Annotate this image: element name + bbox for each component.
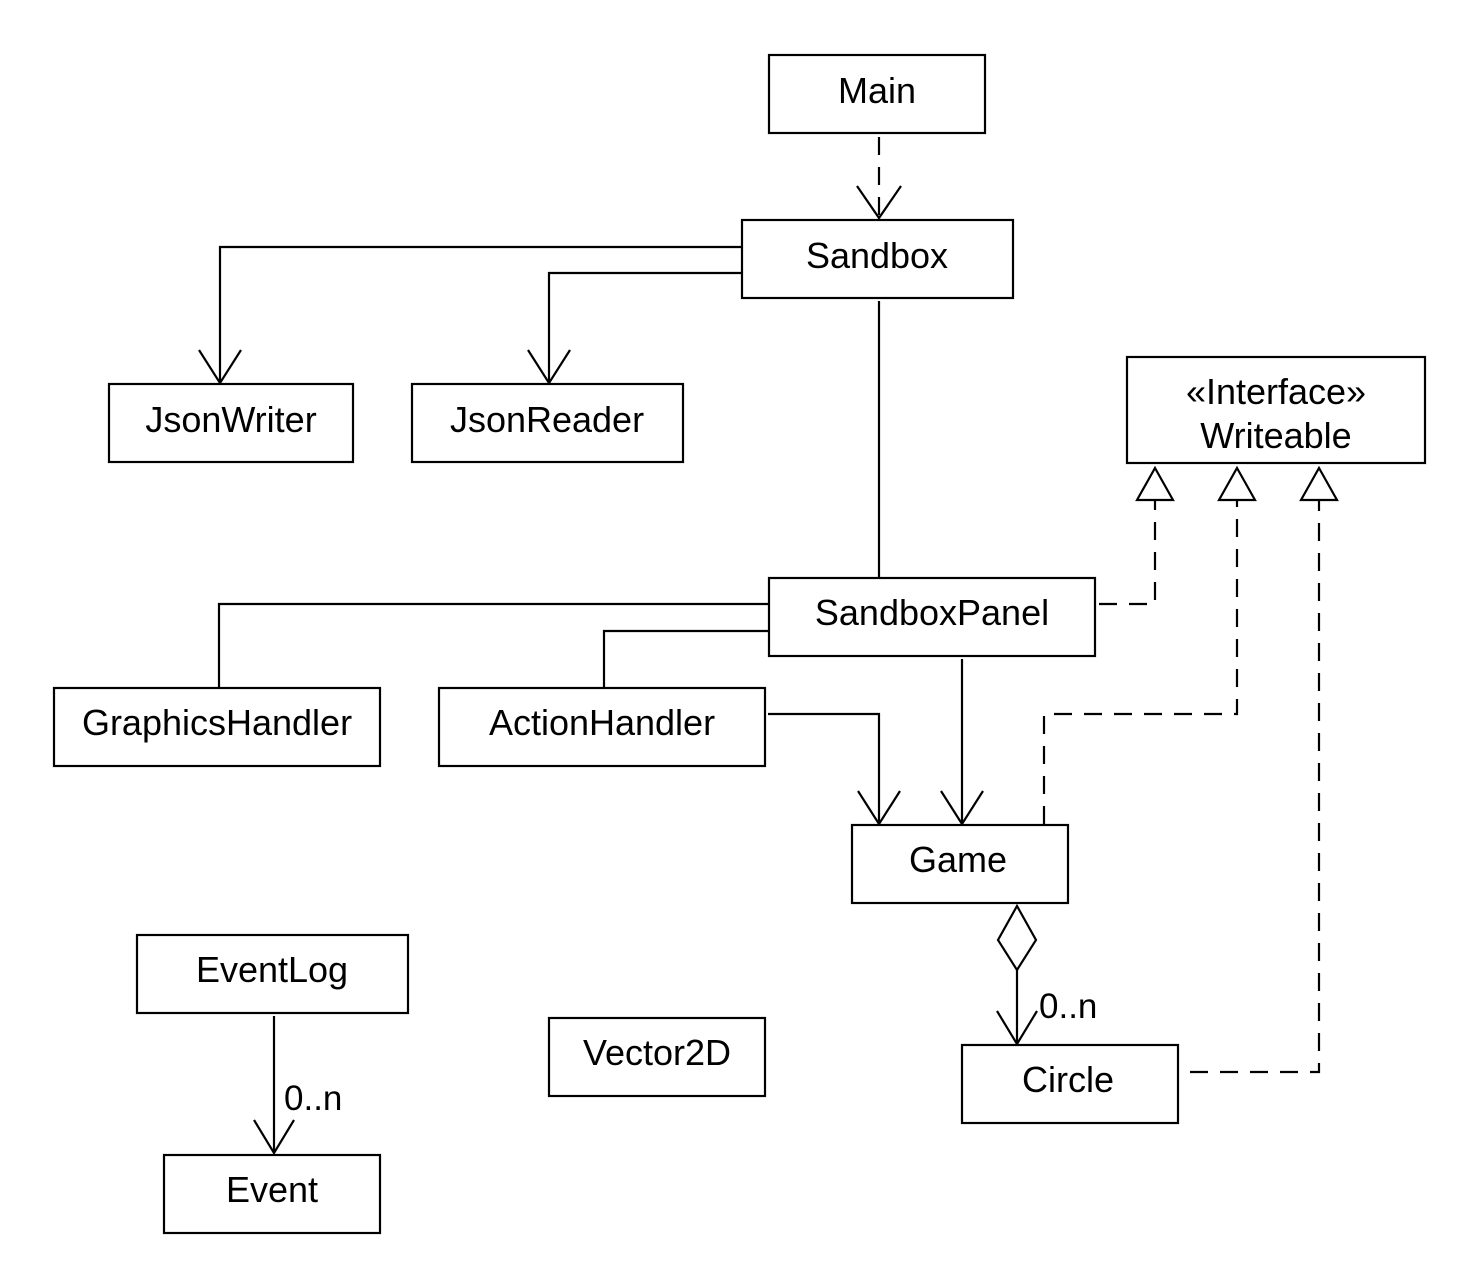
class-circle-label: Circle: [1022, 1059, 1114, 1100]
class-vector2d-label: Vector2D: [583, 1032, 731, 1073]
class-jsonwriter: JsonWriter: [107, 382, 355, 464]
game-circle-aggregation: [996, 903, 1038, 1047]
multiplicity-eventlog-event: 0..n: [284, 1079, 342, 1118]
game-writeable-realization: [1042, 465, 1257, 824]
interface-writeable-stereotype: «Interface»: [1186, 371, 1366, 412]
class-eventlog: EventLog: [135, 933, 410, 1015]
class-eventlog-label: EventLog: [196, 949, 348, 990]
sandbox-jsonreader-association: [527, 271, 742, 386]
circle-writeable-realization: [1190, 465, 1339, 1074]
class-circle: Circle: [960, 1043, 1180, 1125]
actionhandler-game-association: [768, 712, 901, 827]
class-graphicshandler-label: GraphicsHandler: [82, 702, 352, 743]
class-game: Game: [850, 823, 1070, 905]
sandbox-jsonwriter-association: [198, 245, 742, 386]
class-jsonreader-label: JsonReader: [450, 399, 644, 440]
class-game-label: Game: [909, 839, 1007, 880]
main-sandbox-dependency: [856, 137, 902, 220]
class-vector2d: Vector2D: [547, 1016, 767, 1098]
class-jsonreader: JsonReader: [410, 382, 685, 464]
class-event: Event: [162, 1153, 382, 1235]
class-graphicshandler: GraphicsHandler: [52, 686, 382, 768]
multiplicity-game-circle: 0..n: [1039, 987, 1097, 1026]
class-main-label: Main: [838, 70, 916, 111]
sandboxpanel-graphicshandler-association: [217, 602, 769, 687]
interface-writeable: «Interface» Writeable: [1125, 355, 1427, 465]
class-jsonwriter-label: JsonWriter: [145, 399, 316, 440]
class-actionhandler-label: ActionHandler: [489, 702, 715, 743]
class-sandbox: Sandbox: [740, 218, 1015, 300]
sandboxpanel-writeable-realization: [1099, 465, 1175, 606]
class-sandboxpanel-label: SandboxPanel: [815, 592, 1049, 633]
class-main: Main: [767, 53, 987, 135]
class-event-label: Event: [226, 1169, 318, 1210]
class-actionhandler: ActionHandler: [437, 686, 767, 768]
eventlog-event-association: [253, 1016, 295, 1156]
class-sandboxpanel: SandboxPanel: [767, 576, 1097, 658]
interface-writeable-name: Writeable: [1200, 415, 1351, 456]
class-sandbox-label: Sandbox: [806, 235, 948, 276]
sandboxpanel-game-association: [940, 659, 984, 827]
sandboxpanel-actionhandler-association: [602, 629, 769, 687]
